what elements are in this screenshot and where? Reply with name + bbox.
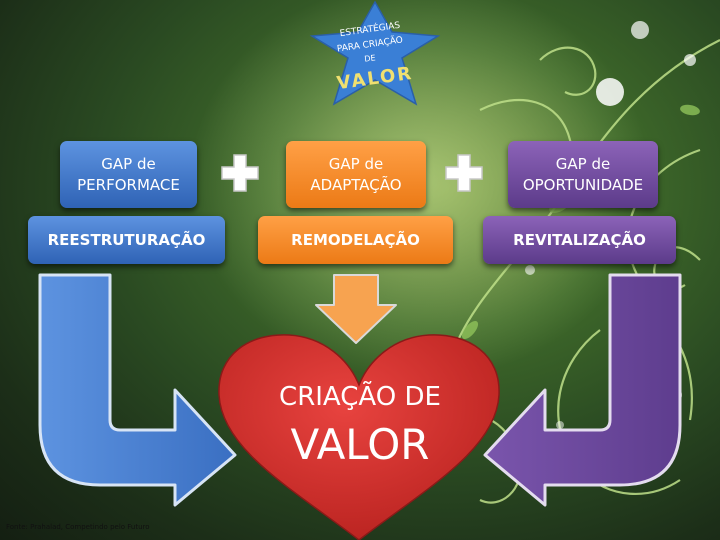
plus-icon bbox=[445, 154, 483, 192]
strategy-restructuring-box: REESTRUTURAÇÃO bbox=[28, 216, 225, 264]
gap-adaptation-label-2: ADAPTAÇÃO bbox=[310, 175, 402, 194]
strategy-remodeling-label: REMODELAÇÃO bbox=[291, 231, 420, 249]
gap-opportunity-box: GAP de OPORTUNIDADE bbox=[508, 141, 658, 208]
gap-opportunity-label-1: GAP de bbox=[555, 154, 611, 173]
plus-icon bbox=[221, 154, 259, 192]
heart-text-line2: VALOR bbox=[290, 420, 430, 469]
heart-shape bbox=[218, 334, 500, 540]
star-badge bbox=[309, 0, 441, 106]
gap-adaptation-box: GAP de ADAPTAÇÃO bbox=[286, 141, 426, 208]
gap-opportunity-label-2: OPORTUNIDADE bbox=[522, 175, 644, 194]
source-caption: Fonte: Prahalad, Competindo pelo Futuro bbox=[6, 523, 150, 531]
strategy-revitalization-box: REVITALIZAÇÃO bbox=[483, 216, 676, 264]
heart-text-line1: CRIAÇÃO DE bbox=[279, 382, 441, 412]
orange-down-arrow bbox=[315, 274, 397, 344]
gap-performance-label-1: GAP de bbox=[101, 154, 156, 173]
purple-curved-arrow bbox=[483, 273, 682, 507]
gap-performance-box: GAP de PERFORMACE bbox=[60, 141, 197, 208]
gap-performance-label-2: PERFORMACE bbox=[77, 175, 180, 194]
strategy-revitalization-label: REVITALIZAÇÃO bbox=[513, 231, 646, 249]
strategy-remodeling-box: REMODELAÇÃO bbox=[258, 216, 453, 264]
blue-curved-arrow bbox=[38, 273, 237, 507]
gap-adaptation-label-1: GAP de bbox=[328, 154, 384, 173]
strategy-restructuring-label: REESTRUTURAÇÃO bbox=[47, 231, 206, 249]
